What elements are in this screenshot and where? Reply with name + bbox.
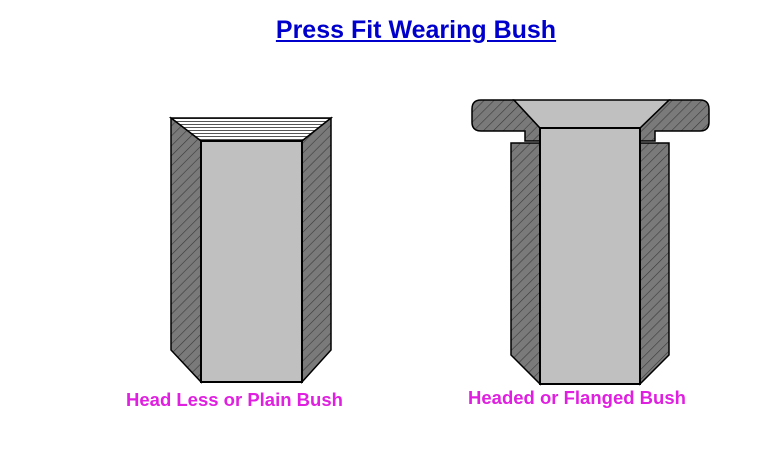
headless-right-wall — [301, 116, 332, 384]
headed-flange-right — [639, 99, 710, 142]
headed-bush-caption: Headed or Flanged Bush — [468, 387, 686, 408]
headed-bore — [539, 127, 641, 385]
headed-right-wall — [639, 142, 670, 386]
headless-left-wall — [170, 116, 202, 384]
headless-bore — [200, 140, 303, 383]
headless-bush — [168, 116, 334, 384]
diagram-title: Press Fit Wearing Bush — [275, 16, 557, 44]
headed-left-wall — [510, 142, 541, 386]
headed-bush — [471, 99, 710, 386]
headless-bush-caption: Head Less or Plain Bush — [126, 389, 343, 410]
